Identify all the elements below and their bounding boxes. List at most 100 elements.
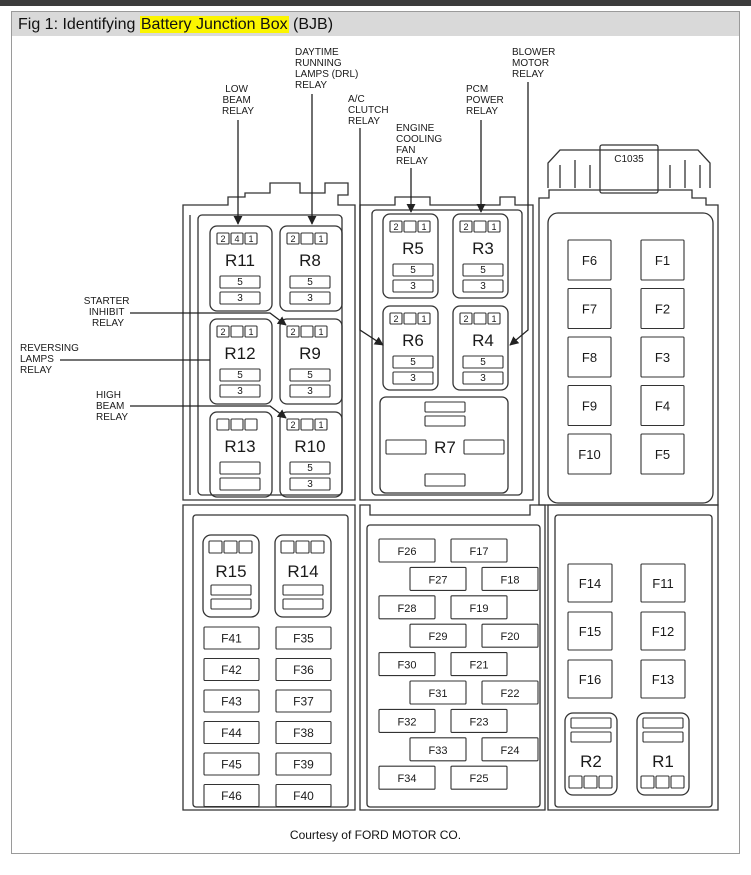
blower-relay-label: BLOWER MOTOR RELAY	[512, 47, 558, 80]
relay-terminal	[392, 279, 434, 293]
relay-pin-r12	[216, 325, 230, 338]
relay-pin-r6	[389, 312, 403, 325]
fuse-label: F44	[221, 726, 242, 740]
relay-pin-r2	[598, 775, 613, 789]
fuse-label: F24	[501, 745, 520, 757]
relay-pin-r4	[459, 312, 473, 325]
fuse-label: F5	[655, 447, 670, 462]
title-prefix: Fig 1: Identifying	[18, 16, 140, 33]
relay-label-r15: R15	[215, 562, 246, 581]
relay-terminal-label: 3	[480, 281, 486, 292]
relay-pin-r9	[300, 325, 314, 338]
relay-pin-r1	[670, 775, 685, 789]
fuse-f23	[450, 708, 508, 733]
relay-pin-r8	[286, 232, 300, 245]
relay-pin-label: 2	[290, 327, 295, 337]
relay-terminal	[219, 477, 261, 491]
figure-header	[12, 12, 739, 36]
fuse-f4	[640, 384, 685, 427]
relay-pin-r5	[403, 220, 417, 233]
relay-slot	[570, 717, 612, 729]
fuse-f14	[567, 563, 613, 603]
fuse-f16	[567, 659, 613, 699]
relay-terminal-label: 5	[307, 463, 313, 474]
relay-pin-r2	[568, 775, 583, 789]
fuse-f38	[275, 720, 332, 745]
relay-pin-r3	[473, 220, 487, 233]
fuse-label: F13	[652, 672, 674, 687]
fuse-f8	[567, 336, 612, 378]
fuse-label: F27	[429, 574, 448, 586]
relay-pin-label: 1	[491, 222, 496, 232]
relay-terminal	[462, 371, 504, 385]
relay-label-r6: R6	[402, 331, 424, 350]
engine-fan-relay-label: ENGINE COOLING FAN RELAY	[396, 123, 445, 167]
fuse-label: F2	[655, 301, 670, 316]
fuse-f44	[203, 720, 260, 745]
fuse-label: F33	[429, 745, 448, 757]
relay-pin-r10	[314, 418, 328, 431]
relay-pin-label: 1	[421, 222, 426, 232]
fuse-f45	[203, 752, 260, 776]
relay-pin-label: 1	[318, 420, 323, 430]
fuse-label: F39	[293, 758, 314, 772]
fuse-f28	[378, 595, 436, 620]
relay-terminal	[289, 461, 331, 475]
relay-pin-r14	[280, 540, 295, 554]
ac-clutch-relay-label: A/C CLUTCH RELAY	[348, 94, 391, 127]
relay-pin-label: 2	[290, 234, 295, 244]
fuse-f35	[275, 626, 332, 650]
fuse-label: F43	[221, 695, 242, 709]
relay-pin-r8	[314, 232, 328, 245]
fuse-f19	[450, 595, 508, 620]
fuse-label: F20	[501, 631, 520, 643]
fuse-label: F3	[655, 350, 670, 365]
fuse-f46	[203, 783, 260, 808]
relay-pin-label: 2	[463, 222, 468, 232]
r7-slot	[463, 439, 505, 455]
relay-pin-r14	[295, 540, 310, 554]
r7-slot	[424, 415, 466, 427]
relay-pin-r9	[314, 325, 328, 338]
fuse-f15	[567, 611, 613, 651]
fuse-label: F21	[470, 660, 489, 672]
fuse-label: F18	[501, 574, 520, 586]
fuse-label: F7	[582, 301, 597, 316]
relay-terminal	[289, 275, 331, 289]
fuse-label: F37	[293, 695, 314, 709]
fuse-label: F6	[582, 253, 597, 268]
fuse-label: F25	[470, 773, 489, 785]
relay-terminal-label: 3	[307, 386, 313, 397]
fuse-f32	[378, 708, 436, 733]
relay-pin-r15	[223, 540, 238, 554]
relay-pin-r9	[286, 325, 300, 338]
fuse-f29	[409, 623, 467, 648]
relay-pin-r5	[417, 220, 431, 233]
fuse-f37	[275, 689, 332, 713]
relay-terminal-label: 3	[237, 293, 243, 304]
relay-terminal-label: 3	[307, 479, 313, 490]
relay-pin-r15	[238, 540, 253, 554]
high-beam-relay-label: HIGH BEAM RELAY	[96, 390, 128, 423]
relay-terminal	[289, 384, 331, 398]
title-highlight: Battery Junction Box	[139, 16, 289, 33]
pcm-power-relay-label: PCM POWER RELAY	[466, 84, 507, 117]
relay-pin-label: 2	[463, 314, 468, 324]
fuse-label: F40	[293, 789, 314, 803]
housing	[182, 144, 719, 811]
relay-terminal	[219, 291, 261, 305]
relay-pin-r10	[286, 418, 300, 431]
relay-pin-r13	[216, 418, 230, 431]
fuse-f27	[409, 566, 467, 591]
relay-terminal	[392, 263, 434, 277]
relay-label-r8: R8	[299, 251, 321, 270]
fuse-label: F8	[582, 350, 597, 365]
relay-pin-label: 1	[318, 327, 323, 337]
fuse-label: F1	[655, 253, 670, 268]
fuse-f7	[567, 287, 612, 330]
r7-slot	[385, 439, 427, 455]
fuse-f30	[378, 652, 436, 677]
fuse-label: F4	[655, 398, 670, 413]
relay-terminal-label: 3	[410, 373, 416, 384]
relay-terminal-label: 5	[410, 357, 416, 368]
